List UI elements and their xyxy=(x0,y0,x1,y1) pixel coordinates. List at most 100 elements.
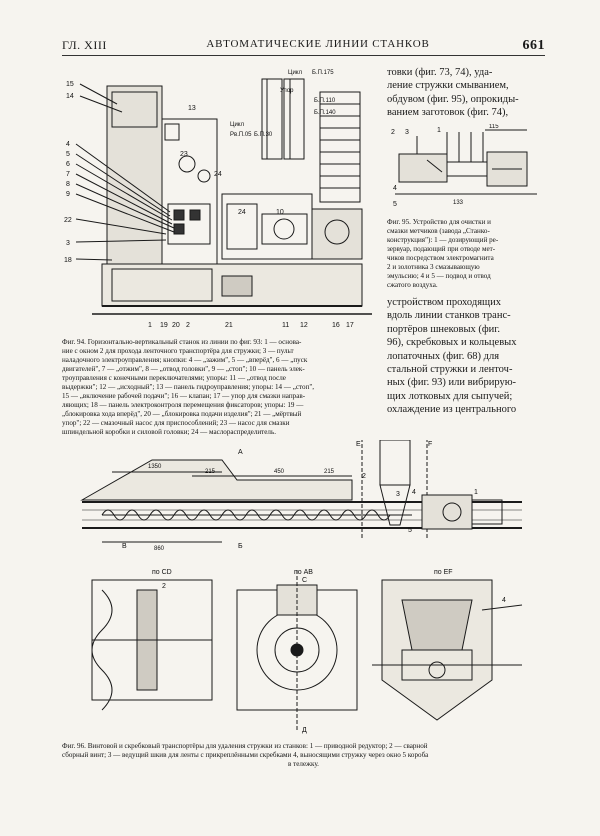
fig94-label: 23 xyxy=(180,151,188,158)
text-line: вдоль линии станков транс- xyxy=(387,310,511,322)
fig96-dimension: 450 xyxy=(274,469,285,475)
caption-line: Фиг. 94. Горизонтально-вертикальный стан… xyxy=(62,338,302,346)
fig96-label: 4 xyxy=(502,597,506,604)
fig96-letter: Д xyxy=(302,727,307,734)
text-line: обдувом (фиг. 95), опрокиды- xyxy=(387,93,519,105)
section-title-cd: по CD xyxy=(152,569,172,576)
fig94-label: 12 xyxy=(300,322,308,329)
caption-line: 2 и золотника 3 смазывающую xyxy=(387,263,480,271)
fig94-label: 15 xyxy=(66,81,74,88)
caption-line: сжатого воздуха. xyxy=(387,281,438,289)
text-line: ванием заготовок (фиг. 74), xyxy=(387,107,509,119)
body-text-top: товки (фиг. 73, 74), уда- ление стружки … xyxy=(387,66,545,120)
caption-line: ляющих; 18 — панель электроконтроля пере… xyxy=(62,401,304,409)
text-line: портёров шнековых (фиг. xyxy=(387,323,501,335)
section-title-ab: по AB xyxy=(294,569,313,576)
caption-line: упор"; 22 — смазочный насос для приспосо… xyxy=(62,419,290,427)
fig95-dimension: 115 xyxy=(489,124,499,130)
fig96-letter: Е xyxy=(356,441,361,448)
fig96-letter: С xyxy=(302,577,307,584)
text-line: щих лотковых для сыпучей; xyxy=(387,390,513,402)
caption-line: „блокировка хода вперёд", 20 — „блокиров… xyxy=(62,410,302,418)
fig94-annotation: Цикл xyxy=(288,70,302,76)
header-rule xyxy=(62,55,545,56)
fig94-annotation: Цикл xyxy=(230,122,244,128)
fig96-dimension: 860 xyxy=(154,546,165,552)
fig95-label: 4 xyxy=(393,185,397,192)
fig94-label: 17 xyxy=(346,322,354,329)
fig94-label: 3 xyxy=(66,240,70,247)
fig95-dimension: 133 xyxy=(453,200,464,206)
fig94-label: 5 xyxy=(66,151,70,158)
fig94-label: 4 xyxy=(66,141,70,148)
fig94-label: 11 xyxy=(282,322,289,329)
fig95-label: 5 xyxy=(393,201,397,208)
caption-line: двигателей", 7 — „отжим", 8 — „отвод гол… xyxy=(62,365,305,373)
caption-line: наладочного электроуправления; кнопки: 4… xyxy=(62,356,308,364)
figure-95-svg: 2 3 1 4 5 115 133 xyxy=(391,124,537,208)
fig96-letter: А xyxy=(238,449,243,456)
fig96-letter: В xyxy=(122,543,127,550)
fig94-label: 9 xyxy=(66,191,70,198)
fig95-label: 3 xyxy=(405,129,409,136)
fig94-label: 13 xyxy=(188,105,196,112)
fig96-dimension: 215 xyxy=(324,469,335,475)
fig94-label: 18 xyxy=(64,257,72,264)
fig94-label: 19 xyxy=(160,322,168,329)
fig94-annotation: Рв.П.05 xyxy=(230,132,252,138)
fig94-label: 14 xyxy=(66,93,74,100)
fig96-dimension: 1350 xyxy=(148,464,162,470)
fig94-annotation: Б.П.30 xyxy=(254,132,273,138)
caption-line: шпиндельной коробки и силовой головки; 2… xyxy=(62,428,276,436)
fig96-label: 1 xyxy=(474,489,478,496)
fig94-label: 22 xyxy=(64,217,72,224)
fig96-label: 3 xyxy=(396,491,400,498)
fig94-label: 10 xyxy=(276,209,284,216)
caption-line: Фиг. 96. Винтовой и скребковый транспорт… xyxy=(62,742,428,750)
figure-96-caption: Фиг. 96. Винтовой и скребковый транспорт… xyxy=(62,742,545,769)
figure-96-drawing: 1350 215 450 215 860 А Б В Е F 1 2 3 4 5… xyxy=(62,440,545,736)
figure-95-drawing: 2 3 1 4 5 115 133 xyxy=(387,124,545,214)
fig96-letter: Б xyxy=(238,543,243,550)
fig96-dimension: 215 xyxy=(205,469,216,475)
fig94-label: 16 xyxy=(332,322,340,329)
figure-95-caption: Фиг. 95. Устройство для очистки и смазки… xyxy=(387,218,545,290)
text-line: устройством проходящих xyxy=(387,297,501,308)
caption-line: ние с окном 2 для прохода ленточного тра… xyxy=(62,347,294,355)
fig94-label: 8 xyxy=(66,181,70,188)
body-text-mid: устройством проходящих вдоль линии станк… xyxy=(387,296,545,417)
fig94-label: 24 xyxy=(238,209,246,216)
caption-line: троуправления с конечными переключателям… xyxy=(62,374,286,382)
caption-line: эмульсию; 4 и 5 — подвод и отвод xyxy=(387,272,491,280)
fig94-annotation: Упор xyxy=(280,88,294,94)
text-line: товки (фиг. 73, 74), уда- xyxy=(387,67,493,78)
figure-94-caption: Фиг. 94. Горизонтально-вертикальный стан… xyxy=(62,338,380,437)
fig94-label: 21 xyxy=(225,322,233,329)
caption-line: в тележку. xyxy=(288,760,319,768)
fig94-annotation: Б.П.110 xyxy=(314,98,336,104)
fig94-label: 20 xyxy=(172,322,180,329)
caption-line: сборный винт; 3 — ведущий шкив для ленты… xyxy=(62,751,429,759)
text-line: охлаждение из центрального xyxy=(387,404,517,416)
caption-line: конструкция"): 1 — дозирующий ре- xyxy=(387,236,499,244)
chapter-label: ГЛ. XIII xyxy=(62,38,107,52)
text-line: ление стружки смыванием, xyxy=(387,80,509,92)
caption-line: зервуар, подающий при отводе мет- xyxy=(387,245,496,253)
fig94-annotation: Б.П.140 xyxy=(314,110,336,116)
figure-94-svg: 15 14 4 5 6 7 8 9 22 3 18 1 19 20 2 21 1… xyxy=(64,70,372,329)
caption-line: Фиг. 95. Устройство для очистки и xyxy=(387,218,491,226)
fig96-label: 4 xyxy=(412,489,416,496)
text-line: стальной стружки и ленточ- xyxy=(387,364,513,376)
fig96-letter: F xyxy=(428,441,432,448)
fig96-label: 5 xyxy=(408,527,412,534)
figure-94-drawing: 15 14 4 5 6 7 8 9 22 3 18 1 19 20 2 21 1… xyxy=(62,64,384,332)
text-line: 96), скребковых и кольцевых xyxy=(387,337,517,349)
caption-line: выдержки"; 12 — „исходный"; 13 — панель … xyxy=(62,383,315,391)
caption-line: 15 — „включение рабочей подачи"; 16 — кл… xyxy=(62,392,306,400)
fig94-label: 2 xyxy=(186,322,190,329)
text-line: лопаточных (фиг. 68) для xyxy=(387,350,500,362)
text-line: ных (фиг. 93) или вибрирую- xyxy=(387,377,517,389)
fig95-label: 1 xyxy=(437,127,441,134)
fig96-label: 2 xyxy=(362,473,366,480)
running-title: АВТОМАТИЧЕСКИЕ ЛИНИИ СТАНКОВ xyxy=(206,38,430,50)
